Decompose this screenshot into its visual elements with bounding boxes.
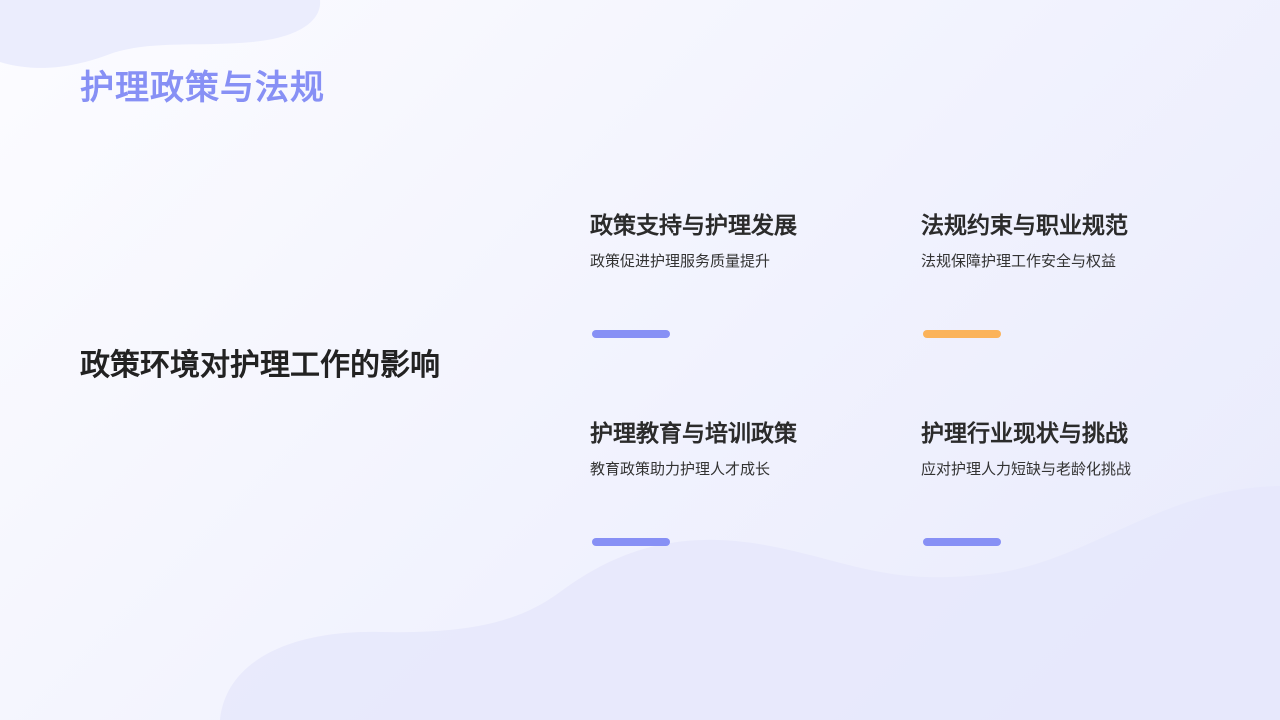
card-policy-support: 政策支持与护理发展 政策促进护理服务质量提升	[590, 206, 890, 346]
card-description: 应对护理人力短缺与老龄化挑战	[921, 460, 1132, 478]
page-title: 护理政策与法规	[80, 68, 325, 108]
card-accent-bar	[923, 538, 1001, 546]
section-subtitle: 政策环境对护理工作的影响	[80, 348, 440, 383]
top-left-blob	[0, 0, 321, 68]
card-accent-bar	[592, 538, 670, 546]
card-accent-bar	[592, 330, 670, 338]
card-description: 教育政策助力护理人才成长	[590, 460, 771, 478]
card-regulation-norms: 法规约束与职业规范 法规保障护理工作安全与权益	[921, 206, 1221, 346]
card-heading: 政策支持与护理发展	[590, 213, 797, 239]
card-description: 法规保障护理工作安全与权益	[921, 252, 1117, 270]
card-heading: 护理教育与培训政策	[590, 421, 797, 447]
card-heading: 法规约束与职业规范	[921, 213, 1128, 239]
card-education-training: 护理教育与培训政策 教育政策助力护理人才成长	[590, 414, 890, 554]
card-industry-challenges: 护理行业现状与挑战 应对护理人力短缺与老龄化挑战	[921, 414, 1221, 554]
card-accent-bar	[923, 330, 1001, 338]
card-heading: 护理行业现状与挑战	[921, 421, 1128, 447]
card-description: 政策促进护理服务质量提升	[590, 252, 771, 270]
